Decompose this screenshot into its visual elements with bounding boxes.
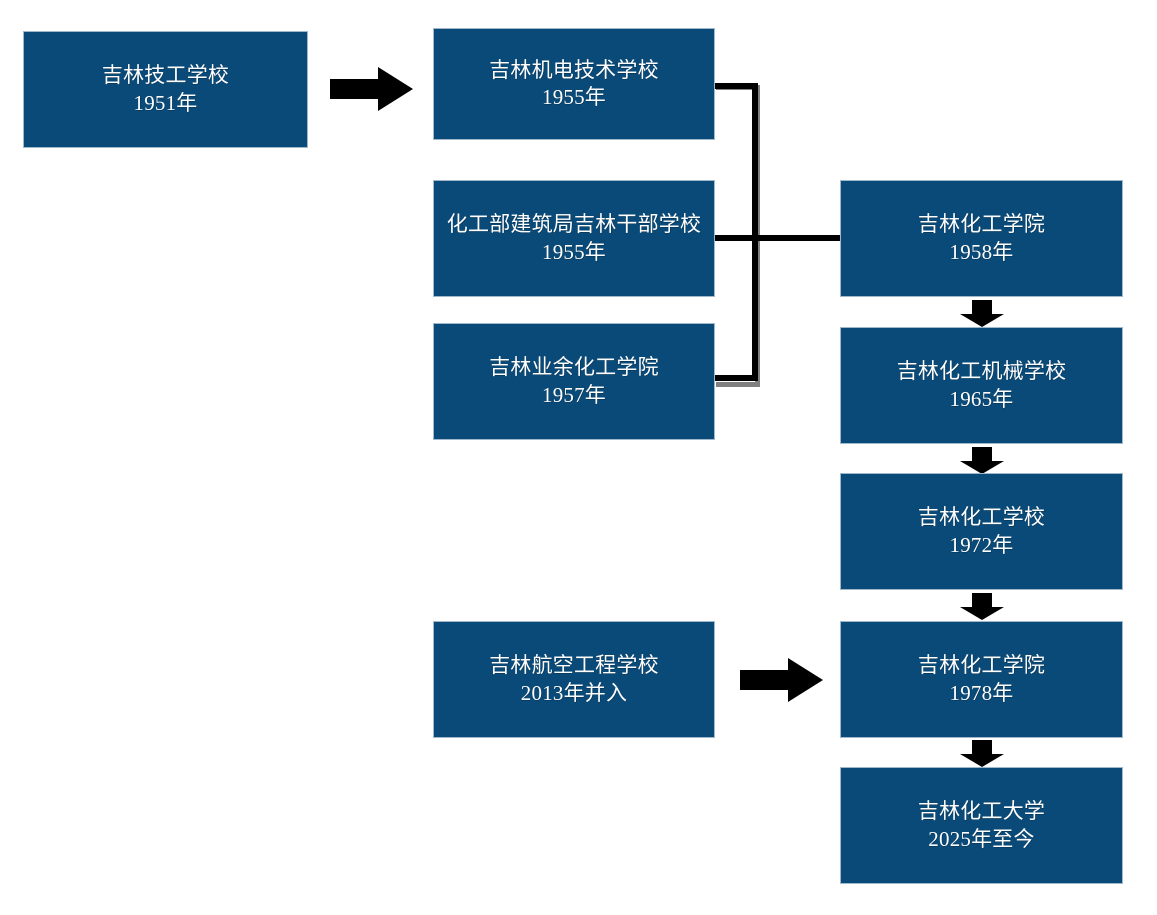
node-year: 1978年 — [949, 680, 1014, 705]
node-jilin-chemical-school-1972[interactable]: 吉林化工学校 1972年 — [840, 473, 1123, 590]
node-year: 1955年 — [542, 85, 606, 109]
bracket-stub-middle-to-right — [715, 235, 842, 241]
node-jilin-aviation-engineering-school[interactable]: 吉林航空工程学校 2013年并入 — [433, 621, 715, 738]
node-jilin-yeyu-chemical-college[interactable]: 吉林业余化工学院 1957年 — [433, 323, 715, 440]
bracket-shadow-bottom — [716, 382, 758, 387]
node-jilin-chemical-machinery-school-1965[interactable]: 吉林化工机械学校 1965年 — [840, 327, 1123, 444]
arrow-down-n7-to-n8 — [959, 447, 1005, 475]
arrow-right-n5-to-n9 — [740, 657, 824, 703]
node-year: 1957年 — [542, 382, 606, 407]
node-huagongbu-jianzhuju-cadre-school[interactable]: 化工部建筑局吉林干部学校 1955年 — [433, 180, 715, 297]
node-title: 吉林化工机械学校 — [896, 359, 1067, 384]
node-year: 2025年至今 — [928, 826, 1035, 851]
node-title: 吉林化工学院 — [917, 653, 1046, 678]
node-title: 吉林化工学校 — [917, 505, 1046, 530]
arrow-right-n1-to-n2 — [330, 66, 414, 112]
node-title: 吉林化工学院 — [917, 212, 1046, 237]
node-title: 吉林航空工程学校 — [489, 653, 659, 678]
node-year: 1965年 — [949, 386, 1014, 411]
node-title: 吉林业余化工学院 — [489, 355, 659, 380]
bracket-vertical — [752, 83, 758, 381]
node-jilin-jidian-tech-school[interactable]: 吉林机电技术学校 1955年 — [433, 28, 715, 140]
node-title: 吉林机电技术学校 — [489, 57, 659, 82]
bracket-stub-bottom — [715, 375, 758, 381]
node-title: 化工部建筑局吉林干部学校 — [446, 212, 702, 237]
node-title: 吉林化工大学 — [917, 799, 1046, 824]
node-title: 吉林技工学校 — [101, 63, 230, 88]
arrow-down-n8-to-n9 — [959, 593, 1005, 621]
bracket-stub-top — [715, 83, 758, 89]
arrow-down-n9-to-n10 — [959, 740, 1005, 768]
node-year: 1955年 — [542, 239, 606, 264]
node-year: 2013年并入 — [520, 680, 628, 705]
node-year: 1958年 — [949, 239, 1014, 264]
node-jilin-chemical-institute-1978[interactable]: 吉林化工学院 1978年 — [840, 621, 1123, 738]
node-jilin-chemical-institute-1958[interactable]: 吉林化工学院 1958年 — [840, 180, 1123, 297]
node-year: 1951年 — [133, 90, 198, 115]
arrow-down-n6-to-n7 — [959, 300, 1005, 328]
node-year: 1972年 — [949, 532, 1014, 557]
node-jilin-jigong-school[interactable]: 吉林技工学校 1951年 — [23, 31, 308, 148]
node-jilin-chemical-university-2025[interactable]: 吉林化工大学 2025年至今 — [840, 767, 1123, 884]
